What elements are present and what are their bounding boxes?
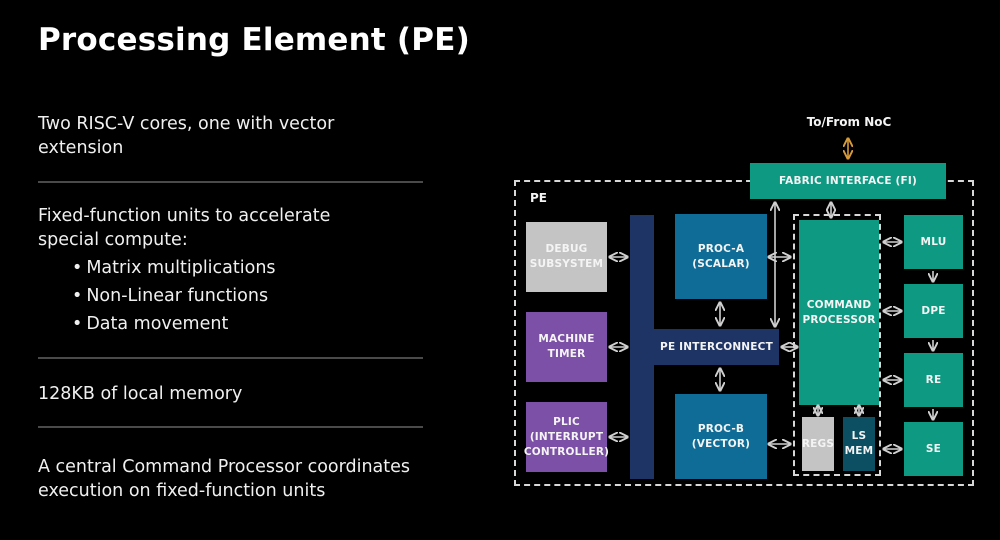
noc-label: To/From NoC [806,115,892,129]
debug-subsystem-block: DEBUG SUBSYSTEM [526,222,607,292]
ls-mem-block: LS MEM [843,417,875,471]
divider [38,426,423,428]
se-block: SE [904,422,963,476]
slide-title: Processing Element (PE) [38,22,470,58]
bullet-dot: • [72,258,83,278]
point-command-processor-line1: A central Command Processor coordinates [38,457,411,477]
point-local-memory: 128KB of local memory [38,384,243,404]
bullet-dot: • [72,286,83,306]
pe-boundary [514,180,974,486]
divider [38,181,423,183]
point-fixed-function-line1: Fixed-function units to accelerate [38,206,331,226]
sub-bullet-nonlinear: •Non-Linear functions [72,284,268,308]
point-riscv-cores-line2: extension [38,138,124,158]
command-processor-block: COMMAND PROCESSOR [799,220,879,405]
pe-interconnect-block: PE INTERCONNECT [654,329,779,365]
pe-interconnect-bus [630,215,654,479]
point-fixed-function-line2: special compute: [38,230,188,250]
machine-timer-block: MACHINE TIMER [526,312,607,382]
sub-bullet-text: Data movement [86,314,229,334]
mlu-block: MLU [904,215,963,269]
bullet-dot: • [72,314,83,334]
proc-b-block: PROC-B (VECTOR) [675,394,767,479]
regs-block: REGS [802,417,834,471]
re-block: RE [904,353,963,407]
pe-label: PE [530,191,547,205]
dpe-block: DPE [904,284,963,338]
plic-block: PLIC (INTERRUPT CONTROLLER) [524,402,609,472]
divider [38,357,423,359]
point-command-processor-line2: execution on fixed-function units [38,481,326,501]
sub-bullet-text: Matrix multiplications [86,258,276,278]
proc-a-block: PROC-A (SCALAR) [675,214,767,299]
fabric-interface-block: FABRIC INTERFACE (FI) [750,163,946,199]
sub-bullet-text: Non-Linear functions [86,286,269,306]
sub-bullet-data-movement: •Data movement [72,312,228,336]
sub-bullet-matrix: •Matrix multiplications [72,256,276,280]
point-riscv-cores-line1: Two RISC-V cores, one with vector [38,114,335,134]
